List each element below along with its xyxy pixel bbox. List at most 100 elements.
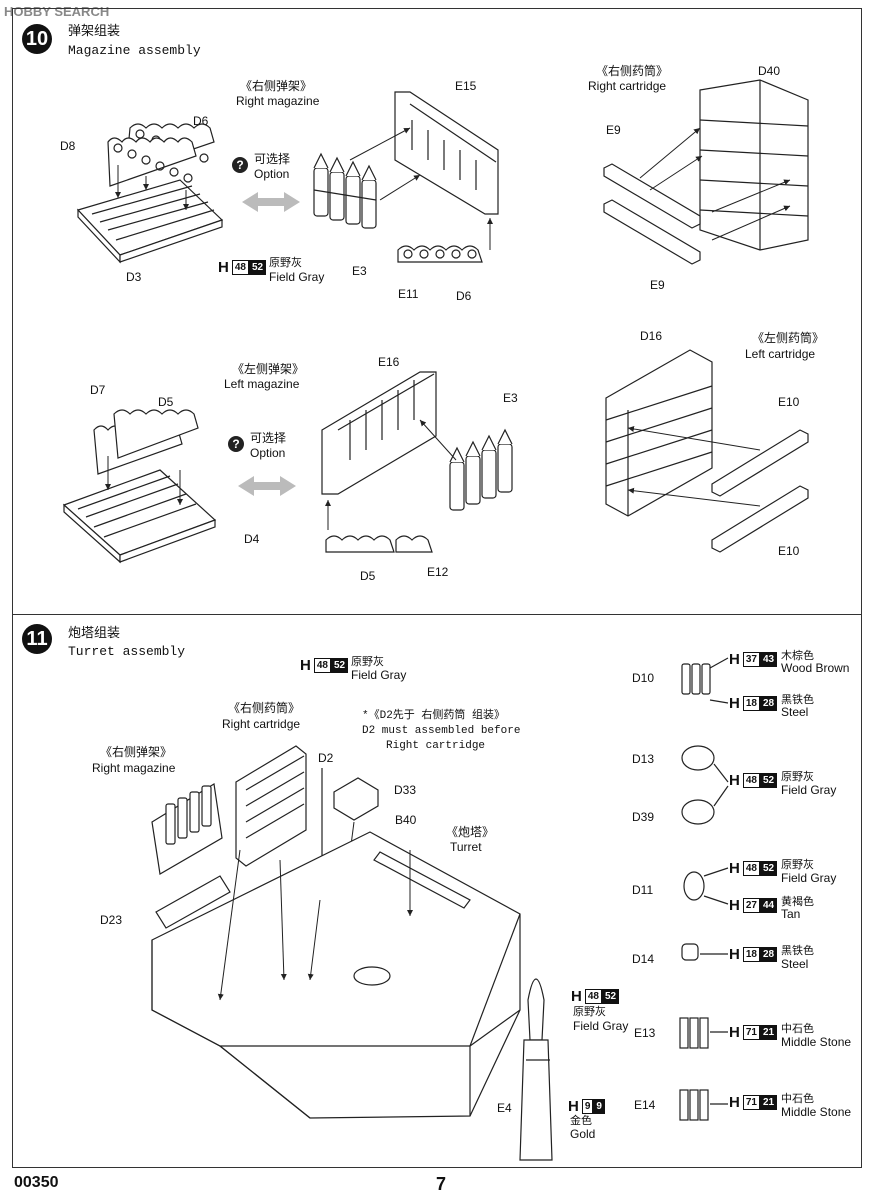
shell-group-e3: [419, 419, 513, 511]
legend-thumb-d10: [681, 657, 729, 704]
paint-name-en: Middle Stone: [781, 1035, 852, 1049]
legend-thumb-e13: [679, 1017, 728, 1049]
paint-code: H 9 9: [568, 1098, 605, 1115]
part-label: D8: [60, 139, 76, 153]
right-magazine-label-cn: 《右侧弹架》: [100, 745, 173, 759]
note-cn: *《D2先于 右侧药筒 组装》: [362, 710, 506, 722]
step-title-en: Magazine assembly: [68, 43, 201, 58]
paint-code: H 48 52: [218, 259, 267, 276]
paint-name-cn: 黑铁色: [781, 945, 814, 957]
paint-name-cn: 黄褐色: [781, 896, 814, 908]
left-cartridge-label-cn: 《左侧药筒》: [752, 331, 825, 345]
paint-code: H 48 52: [729, 772, 778, 789]
note-en-line1: D2 must assembled before: [362, 725, 521, 737]
section-divider: [12, 614, 862, 615]
step-number-badge: 10: [22, 24, 52, 54]
watermark-logo: HOBBY SEARCH: [4, 4, 110, 19]
right-magazine-label-en: Right magazine: [92, 761, 176, 775]
paint-code: H 48 52: [729, 860, 778, 877]
paint-name-cn: 中石色: [781, 1023, 814, 1035]
paint-name-en: Field Gray: [351, 668, 407, 682]
paint-name-en: Field Gray: [781, 871, 837, 885]
paint-name-cn: 原野灰: [269, 257, 302, 269]
paint-name-cn: 原野灰: [573, 1006, 606, 1018]
right-cartridge-label-cn: 《右侧药筒》: [596, 64, 669, 78]
part-label: E3: [503, 391, 518, 405]
part-label: D23: [100, 913, 123, 927]
option-label-en: Option: [250, 446, 286, 460]
frame-e16: [321, 371, 437, 495]
paint-name-cn: 黑铁色: [781, 694, 814, 706]
right-magazine-label-en: Right magazine: [236, 94, 320, 108]
legend-part-label: D11: [632, 883, 654, 897]
clip-strip-e11: [397, 245, 483, 263]
paint-name-en: Steel: [781, 705, 809, 719]
paint-code: H 37 43: [729, 651, 778, 668]
legend-thumb-e14: [679, 1089, 728, 1121]
page-frame: [12, 8, 862, 1168]
paint-code: H 48 52: [300, 657, 349, 674]
part-label: E9: [606, 123, 621, 137]
frame-e15: [349, 91, 499, 250]
part-label: E16: [378, 355, 400, 369]
part-label: D40: [758, 64, 781, 78]
paint-name-en: Steel: [781, 957, 809, 971]
paint-name-en: Middle Stone: [781, 1105, 852, 1119]
paint-name-en: Field Gray: [573, 1019, 629, 1033]
page-number: 7: [436, 1174, 447, 1194]
part-label: D2: [318, 751, 334, 765]
part-label: D5: [360, 569, 376, 583]
paint-name-cn: 木棕色: [781, 650, 814, 662]
part-label: E9: [650, 278, 665, 292]
legend-part-label: E14: [634, 1098, 656, 1112]
paint-name-en: Wood Brown: [781, 661, 850, 675]
part-label: E3: [352, 264, 367, 278]
paint-name-en: Gold: [570, 1127, 596, 1141]
legend-part-label: D39: [632, 810, 655, 824]
note-en-line2: Right cartridge: [386, 740, 486, 752]
step-number-badge: 11: [22, 624, 52, 654]
legend-thumb-d14: [681, 943, 728, 961]
clip-strip-d5: [325, 500, 433, 553]
paint-name-en: Field Gray: [781, 783, 837, 797]
part-label: B40: [395, 813, 417, 827]
magazine-tray-right: [76, 123, 224, 264]
part-label: E10: [778, 544, 800, 558]
left-magazine-label-cn: 《左侧弹架》: [232, 362, 305, 376]
part-label: D5: [158, 395, 174, 409]
option-label-cn: 可选择: [254, 152, 291, 166]
right-cartridge-label-en: Right cartridge: [588, 79, 667, 93]
part-label: D7: [90, 383, 106, 397]
paint-code: H 18 28: [729, 695, 778, 712]
option-icon: ?: [228, 436, 244, 452]
part-label: E11: [398, 287, 419, 301]
step-title-cn: 炮塔组装: [68, 625, 121, 640]
legend-part-label: D10: [632, 671, 655, 685]
paint-code: H 27 44: [729, 897, 778, 914]
part-label: E12: [427, 565, 449, 579]
clip-strip-d8: [107, 137, 197, 187]
paint-name-en: Tan: [781, 907, 801, 921]
cartridge-rack-d16: [605, 349, 809, 553]
option-label-en: Option: [254, 167, 290, 181]
left-cartridge-label-en: Left cartridge: [745, 347, 816, 361]
option-double-arrow: [242, 192, 300, 212]
paint-name-en: Field Gray: [269, 270, 325, 284]
paint-code: H 48 52: [571, 988, 620, 1005]
paint-code: H 18 28: [729, 946, 778, 963]
turret-label-cn: 《炮塔》: [446, 825, 495, 839]
kit-code: 00350: [14, 1174, 59, 1191]
option-double-arrow: [238, 476, 296, 496]
part-label: E10: [778, 395, 800, 409]
legend-part-label: E13: [634, 1026, 656, 1040]
right-cartridge-label-cn: 《右侧药筒》: [228, 701, 301, 715]
cartridge-rack-assembled: [235, 745, 307, 867]
shell-e5-e4: [519, 978, 553, 1161]
turret-label-en: Turret: [450, 840, 482, 854]
paint-name-cn: 中石色: [781, 1093, 814, 1105]
legend-part-label: D14: [632, 952, 655, 966]
paint-name-cn: 金色: [570, 1115, 592, 1127]
paint-code: H 71 21: [729, 1094, 778, 1111]
option-icon: ?: [232, 157, 248, 173]
